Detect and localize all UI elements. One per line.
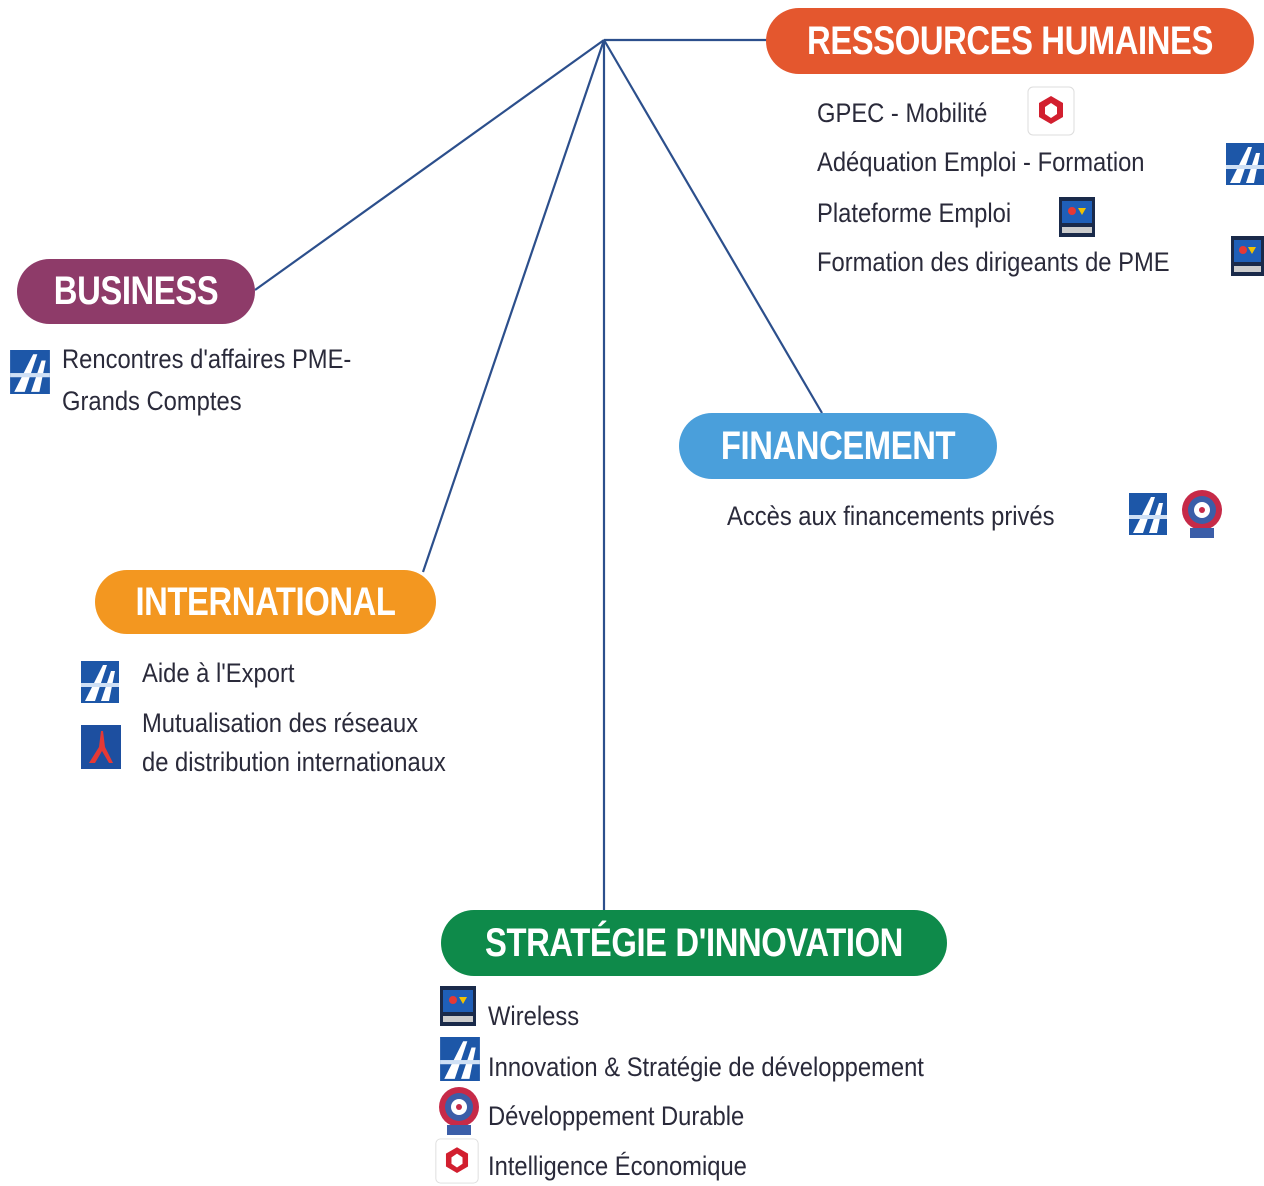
line-to-business <box>254 39 605 291</box>
line-to-international <box>421 39 606 573</box>
blue-tower-logo-icon <box>440 1037 480 1081</box>
international-item-mutualisation-cont: de distribution internationaux <box>142 747 446 777</box>
international-pill: INTERNATIONAL <box>95 570 436 634</box>
red-tower-logo-icon <box>81 725 121 769</box>
financement-item-acces: Accès aux financements privés <box>727 501 1055 531</box>
blue-tower-logo-icon <box>81 661 119 703</box>
seal-logo-icon <box>439 1087 479 1135</box>
international-item-mutualisation: Mutualisation des réseaux <box>142 708 419 738</box>
red-hex-logo-icon <box>1027 86 1075 136</box>
business-item-rencontres: Rencontres d'affaires PME- <box>62 344 352 374</box>
strategie-item-durable: Développement Durable <box>488 1101 745 1131</box>
rh-item-adequation: Adéquation Emploi - Formation <box>817 147 1145 177</box>
business-pill: BUSINESS <box>17 259 255 324</box>
line-to-financement <box>603 39 823 414</box>
strategie-item-innovation: Innovation & Stratégie de développement <box>488 1052 924 1082</box>
business-item-rencontres-cont: Grands Comptes <box>62 386 242 416</box>
rh-item-gpec: GPEC - Mobilité <box>817 98 988 128</box>
blue-tower-logo-icon <box>10 350 50 394</box>
rh-title: RESSOURCES HUMAINES <box>807 18 1213 63</box>
strategie-item-intelligence: Intelligence Économique <box>488 1151 747 1181</box>
seal-logo-icon <box>1182 490 1222 538</box>
rh-item-formation: Formation des dirigeants de PME <box>817 247 1170 277</box>
rh-pill: RESSOURCES HUMAINES <box>766 8 1254 74</box>
international-title: INTERNATIONAL <box>135 579 396 624</box>
international-item-export: Aide à l'Export <box>142 658 295 688</box>
strategie-title: STRATÉGIE D'INNOVATION <box>485 920 903 965</box>
financement-title: FINANCEMENT <box>720 423 956 468</box>
business-title: BUSINESS <box>53 269 219 313</box>
blue-tower-logo-icon <box>1226 143 1264 185</box>
dark-square-logo-icon <box>1231 236 1264 276</box>
dark-square-logo-icon <box>1059 197 1095 237</box>
dark-square-logo-icon <box>440 986 476 1026</box>
red-hex-logo-icon <box>435 1138 479 1184</box>
financement-pill: FINANCEMENT <box>679 413 997 479</box>
blue-tower-logo-icon <box>1129 493 1167 535</box>
rh-item-plateforme: Plateforme Emploi <box>817 198 1012 228</box>
strategie-item-wireless: Wireless <box>488 1001 580 1031</box>
strategie-pill: STRATÉGIE D'INNOVATION <box>441 910 947 976</box>
